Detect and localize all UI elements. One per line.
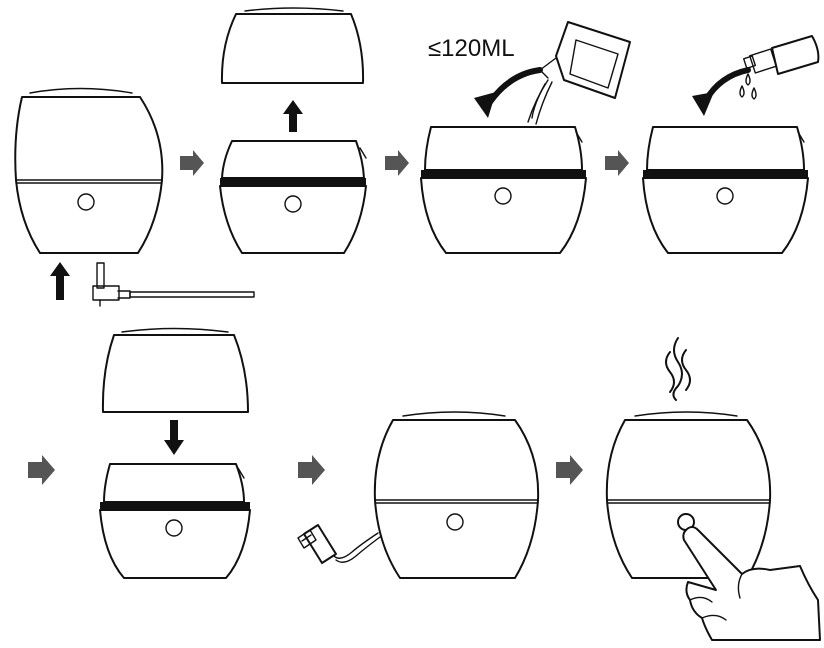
- right-arrow-icon: [385, 150, 409, 176]
- step-4-add-oil: [643, 36, 818, 253]
- oil-drops-icon: [740, 74, 756, 99]
- down-arrow-icon: [164, 420, 184, 455]
- up-arrow-icon: [283, 100, 303, 132]
- curved-arrow-icon: [474, 70, 540, 118]
- water-cup-icon: [540, 22, 630, 98]
- step-6-connect-usb: [298, 412, 538, 578]
- step-3-fill-water: ≤120ML: [421, 22, 630, 253]
- oil-bottle-icon: [744, 36, 819, 74]
- right-arrow-icon: [605, 150, 629, 176]
- right-arrow-icon: [28, 455, 55, 485]
- right-arrow-icon: [556, 455, 583, 485]
- hand-icon: [683, 527, 820, 640]
- step-5-replace-cover: [100, 329, 250, 579]
- step-2-lift-cover: [220, 8, 366, 253]
- step-7-press-button: [607, 338, 820, 640]
- capacity-label: ≤120ML: [428, 35, 515, 62]
- mist-icon: [666, 338, 690, 400]
- right-arrow-icon: [180, 150, 204, 176]
- usb-plug-icon: [298, 525, 336, 563]
- up-arrow-icon: [50, 262, 70, 300]
- step-1-diffuser: [15, 89, 162, 254]
- power-adapter-cable: [93, 263, 254, 306]
- right-arrow-icon: [298, 455, 325, 485]
